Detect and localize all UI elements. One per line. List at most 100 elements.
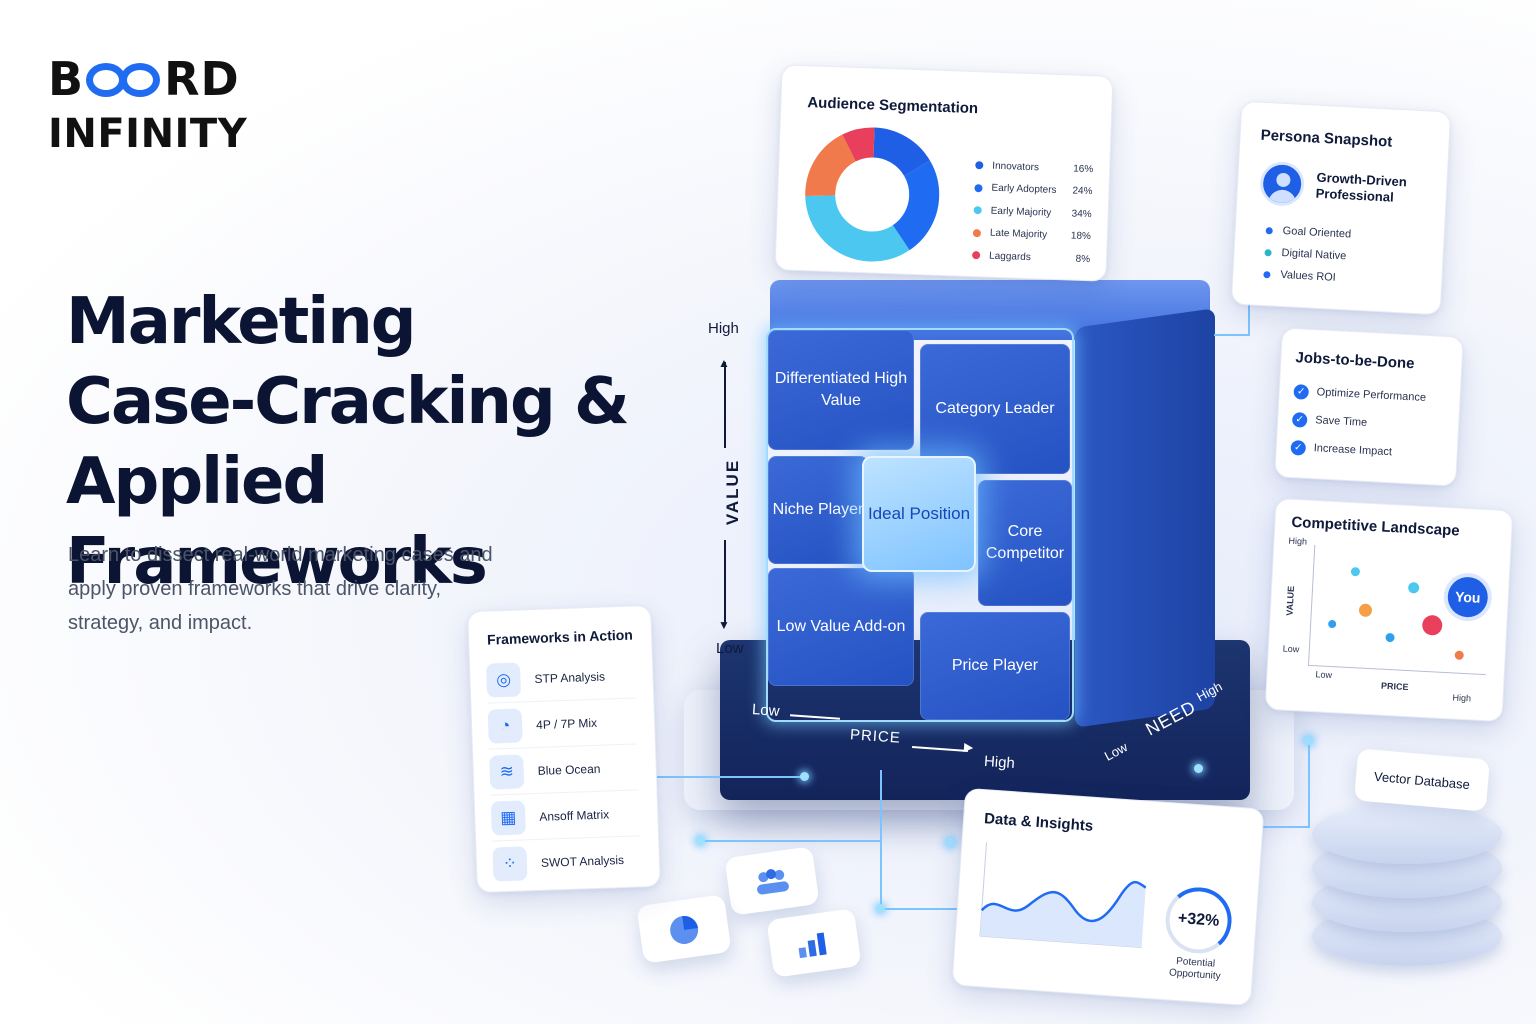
comp-x-low: Low [1315, 669, 1333, 681]
check-icon: ✓ [1293, 383, 1310, 400]
connector-node [696, 836, 705, 845]
pie-icon: ◔ [487, 707, 523, 744]
logo-letters-rd: RD [164, 52, 240, 106]
legend-pct: 18% [1070, 230, 1092, 243]
jtbd-label: Save Time [1314, 414, 1368, 429]
framework-item[interactable]: ◔4P / 7P Mix [487, 698, 637, 750]
competitor-point [1385, 632, 1395, 643]
legend-dot [973, 206, 982, 215]
donut-slice-innovators [805, 127, 940, 262]
comp-x-axis: PRICE [1380, 680, 1409, 693]
trend-line-chart [979, 842, 1147, 948]
competitive-landscape-card: Competitive Landscape High VALUE Low Low… [1264, 497, 1514, 723]
competitive-title: Competitive Landscape [1291, 513, 1461, 540]
cell-category-leader: Category Leader [920, 344, 1070, 474]
comp-y-axis: VALUE [1284, 585, 1297, 616]
legend-pct: 24% [1072, 185, 1093, 198]
legend-dot [974, 183, 983, 193]
connector-wire [1248, 300, 1250, 336]
persona-name: Growth-Driven Professional [1315, 170, 1437, 208]
legend-dot [972, 251, 981, 260]
cell-low-value: Low Value Add-on [768, 568, 914, 686]
jtbd-list: ✓Optimize Performance✓Save Time✓Increase… [1290, 377, 1427, 468]
connector-node [800, 772, 809, 781]
donut-slice-late-majority [805, 127, 940, 262]
pie-tile[interactable] [636, 894, 732, 964]
competitor-point [1421, 614, 1443, 636]
vector-database-label: Vector Database [1353, 748, 1491, 812]
wave-icon: ≋ [489, 753, 525, 790]
data-insights-title: Data & Insights [983, 810, 1094, 835]
donut-slice-early-adopters [805, 127, 940, 262]
audience-title: Audience Segmentation [807, 94, 979, 118]
frameworks-list: ◎STP Analysis◔4P / 7P Mix≋Blue Ocean▦Ans… [485, 652, 642, 888]
trend-line [980, 881, 1147, 923]
frameworks-title: Frameworks in Action [486, 626, 634, 648]
framework-item[interactable]: ◎STP Analysis [485, 652, 636, 704]
trend-area [979, 882, 1146, 948]
legend-dot [975, 161, 984, 170]
framework-item[interactable]: ≋Blue Ocean [488, 744, 639, 796]
bar-chart-icon [798, 932, 827, 959]
competitor-point [1327, 619, 1337, 629]
bars-tile[interactable] [766, 908, 862, 978]
value-axis-label: VALUE [723, 458, 743, 526]
value-axis-line-top [724, 362, 726, 448]
title-line-3: Applied Frameworks [66, 445, 488, 599]
framework-label: SWOT Analysis [540, 852, 625, 870]
avatar [1259, 160, 1306, 208]
cell-price-player: Price Player [920, 612, 1070, 720]
check-icon: ✓ [1290, 439, 1307, 456]
legend-dot [972, 228, 982, 238]
framework-label: Ansoff Matrix [539, 806, 610, 824]
trait-dot [1263, 270, 1271, 278]
legend-label: Laggards [988, 250, 1032, 263]
framework-item[interactable]: ▦Ansoff Matrix [490, 790, 641, 842]
legend-label: Early Adopters [991, 182, 1057, 197]
price-high-label: High [983, 752, 1016, 773]
legend-label: Innovators [992, 160, 1040, 174]
jobs-to-be-done-card: Jobs-to-be-Done ✓Optimize Performance✓Sa… [1274, 327, 1464, 487]
arrow-right-icon: ▶ [963, 739, 974, 755]
connector-wire [700, 840, 880, 842]
connector-node [1194, 764, 1203, 773]
comp-y-low: Low [1282, 643, 1300, 655]
trait-label: Goal Oriented [1282, 224, 1352, 241]
cube-side [1075, 308, 1215, 728]
trait-label: Digital Native [1281, 246, 1347, 263]
comp-y-line [1308, 545, 1316, 665]
frameworks-in-action-card: Frameworks in Action ◎STP Analysis◔4P / … [467, 604, 661, 894]
comp-y-high: High [1288, 535, 1308, 547]
legend-label: Early Majority [990, 205, 1052, 219]
competitor-point [1350, 566, 1361, 577]
comp-x-line [1307, 664, 1486, 676]
page-title: Marketing Case-Cracking & Applied Framew… [66, 282, 706, 602]
data-insights-card: Data & Insights +32% Potential Opportuni… [951, 787, 1265, 1007]
connector-node [946, 838, 955, 847]
pie-chart-icon [670, 915, 699, 944]
jtbd-item: ✓Increase Impact [1290, 433, 1424, 468]
users-tile[interactable] [724, 846, 820, 916]
value-low-label: Low [716, 640, 744, 657]
connector-wire [1308, 740, 1310, 828]
check-icon: ✓ [1291, 411, 1308, 428]
infinity-icon [86, 59, 162, 99]
competitor-point [1407, 581, 1420, 594]
persona-title: Persona Snapshot [1260, 126, 1393, 151]
persona-snapshot-card: Persona Snapshot Growth-Driven Professio… [1230, 100, 1452, 316]
competitor-point [1358, 603, 1373, 618]
connector-node [1304, 736, 1313, 745]
connector-node [876, 904, 885, 913]
db-disk [1312, 804, 1502, 864]
competitor-point [1454, 650, 1464, 660]
cube-glow-outline [766, 328, 1074, 722]
framework-item[interactable]: ⁘SWOT Analysis [492, 836, 642, 887]
brand-logo: B RD INFINITY [48, 56, 247, 154]
connector-wire [880, 908, 960, 910]
cell-ideal-position: Ideal Position [862, 456, 976, 572]
legend-pct: 34% [1071, 208, 1092, 220]
users-icon [757, 869, 789, 895]
